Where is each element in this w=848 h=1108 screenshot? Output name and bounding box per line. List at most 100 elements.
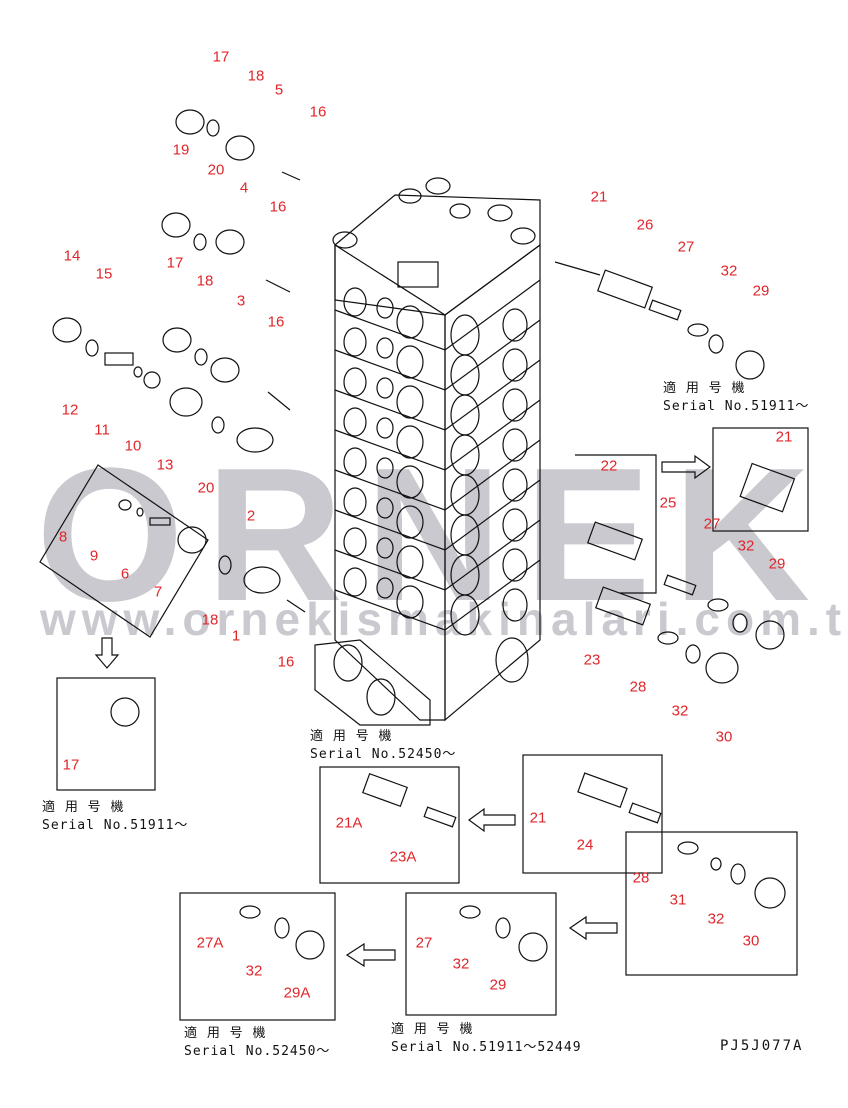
part-label: 21A [335, 814, 363, 832]
part-label: 27 [415, 934, 433, 952]
port-hole [502, 388, 528, 422]
arrows [94, 454, 712, 968]
part-label: 16 [277, 653, 295, 671]
serial-note-jp: 適 用 号 機 [310, 729, 393, 744]
valve-end-cover [314, 639, 431, 726]
part-label: 22 [600, 457, 618, 475]
part-label: 32 [707, 910, 725, 928]
box-21-24 [522, 754, 663, 874]
box-28-30 [625, 831, 798, 976]
part-label: 24 [576, 836, 594, 854]
part-label: 5 [274, 81, 284, 99]
part-label: 13 [156, 456, 174, 474]
part-label: 29 [752, 282, 770, 300]
part-label: 21 [590, 188, 608, 206]
part-label: 30 [715, 728, 733, 746]
port-hole [502, 588, 528, 622]
control-valve-body [332, 177, 541, 722]
part-label: 17 [212, 48, 230, 66]
part-label: 32 [720, 262, 738, 280]
port-hole [343, 367, 367, 397]
valve-section-holes [343, 287, 528, 636]
part-label: 15 [95, 265, 113, 283]
part-label: 2 [246, 507, 256, 525]
part-label: 29A [283, 984, 311, 1002]
port-hole [502, 348, 528, 382]
part-label: 16 [309, 103, 327, 121]
serial-note-text: Serial No.52450〜 [310, 747, 457, 762]
port-hole [343, 487, 367, 517]
box-part-21-alt [712, 427, 809, 532]
port-hole [396, 305, 424, 339]
port-hole [343, 407, 367, 437]
drawing-code: PJ5J077A [720, 1038, 804, 1054]
valve-section-lines [334, 279, 541, 631]
serial-note-jp: 適 用 号 機 [391, 1022, 474, 1037]
part-label: 28 [632, 869, 650, 887]
section-line [334, 519, 541, 591]
part-label: 23 [583, 651, 601, 669]
box-27a-29a [179, 892, 336, 1021]
part-label: 27 [677, 238, 695, 256]
serial-note-text: Serial No.51911〜 [663, 399, 810, 414]
part-label: 32 [671, 702, 689, 720]
part-label: 8 [58, 528, 68, 546]
serial-note: 適 用 号 機 Serial No.52450〜 [184, 1025, 330, 1061]
section-line [334, 399, 541, 471]
serial-note: 適 用 号 機 Serial No.52450〜 [310, 728, 456, 764]
port-hole [502, 468, 528, 502]
port-hole [343, 567, 367, 597]
part-label: 21 [529, 809, 547, 827]
part-label: 27 [703, 515, 721, 533]
section-line [334, 359, 541, 431]
part-label: 20 [207, 161, 225, 179]
part-label: 18 [196, 272, 214, 290]
part-label: 29 [768, 555, 786, 573]
box-part-17-alt [56, 677, 156, 791]
left-components [52, 109, 306, 613]
port-hole [376, 577, 394, 599]
port-hole [396, 585, 424, 619]
section-line [334, 559, 541, 631]
port-hole [396, 545, 424, 579]
part-label: 9 [89, 547, 99, 565]
part-label: 7 [153, 583, 163, 601]
part-label: 12 [61, 401, 79, 419]
serial-note-jp: 適 用 号 機 [184, 1026, 267, 1041]
section-line [334, 319, 541, 391]
part-label: 25 [659, 494, 677, 512]
port-hole [502, 308, 528, 342]
port-hole [376, 497, 394, 519]
box-27-29 [405, 892, 557, 1016]
box-21a-23a [319, 766, 460, 884]
serial-note-jp: 適 用 号 機 [42, 800, 125, 815]
part-label: 16 [267, 313, 285, 331]
port-hole [450, 594, 480, 636]
part-label: 27A [196, 934, 224, 952]
serial-note-text: Serial No.52450〜 [184, 1044, 331, 1059]
port-hole [396, 425, 424, 459]
part-label: 17 [62, 756, 80, 774]
section-line [334, 479, 541, 551]
serial-note-jp: 適 用 号 機 [663, 381, 746, 396]
part-label: 32 [737, 537, 755, 555]
part-label: 1 [231, 627, 241, 645]
part-label: 19 [172, 141, 190, 159]
port-hole [376, 377, 394, 399]
part-label: 18 [247, 67, 265, 85]
port-hole [396, 385, 424, 419]
port-hole [376, 457, 394, 479]
part-label: 20 [197, 479, 215, 497]
port-hole [343, 327, 367, 357]
part-label: 31 [669, 891, 687, 909]
part-label: 28 [629, 678, 647, 696]
port-hole [502, 428, 528, 462]
watermark-url: www.ornekismakinalari.com.tr [40, 593, 848, 645]
section-line [334, 439, 541, 511]
port-hole [502, 508, 528, 542]
port-hole [376, 337, 394, 359]
part-label: 30 [742, 932, 760, 950]
